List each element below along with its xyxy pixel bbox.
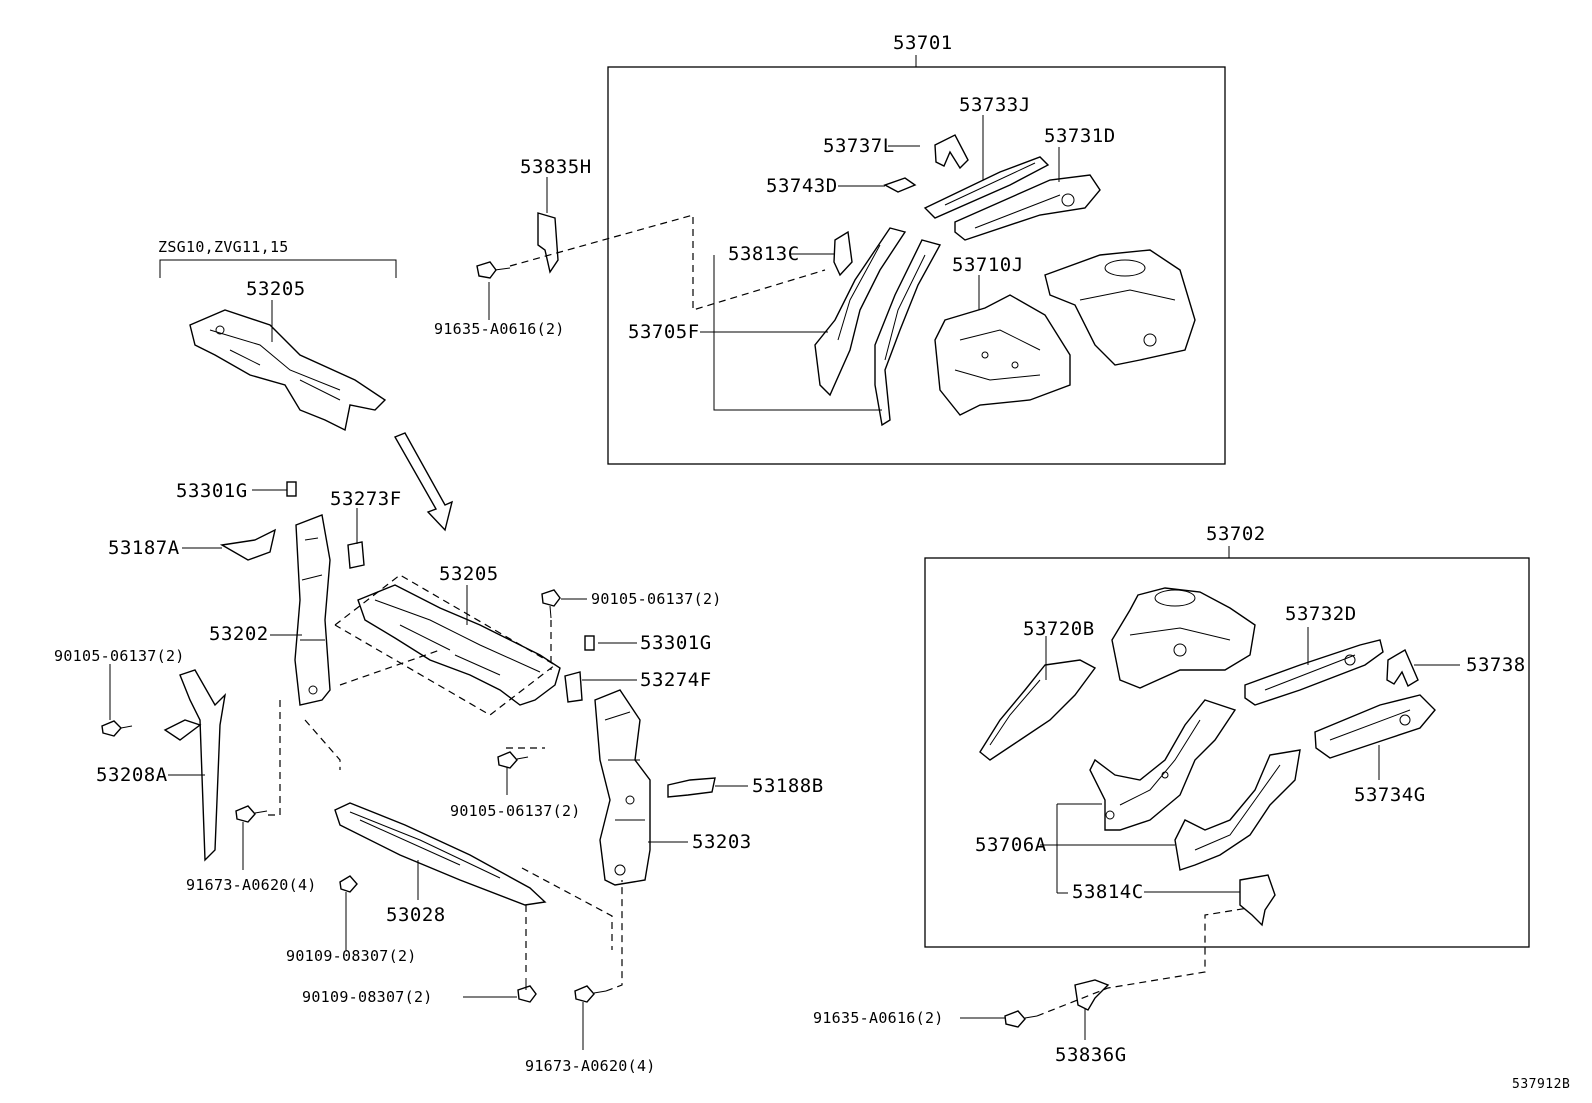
part-53301G-right [584,635,595,651]
callout-53705F: 53705F [628,321,700,343]
part-53301G-left [286,481,297,497]
callout-53205-lower: 53205 [439,563,499,585]
callout-90109-08307-left: 90109-08307(2) [286,947,417,965]
callout-53301G-left: 53301G [176,480,248,502]
callout-53734G: 53734G [1354,784,1426,806]
variant-note: ZSG10,ZVG11,15 [158,238,289,256]
part-53733J [923,156,1050,219]
part-53731D [954,174,1101,241]
callout-53814C: 53814C [1072,881,1144,903]
part-53705F-b [874,239,942,427]
part-53738 [1386,648,1419,688]
arrow-shape [393,432,454,532]
callout-91635-A0616-left: 91635-A0616(2) [434,320,565,338]
callout-53706A: 53706A [975,834,1047,856]
variant-bracket [159,259,397,278]
part-53273F [347,541,365,569]
catalog-code: 537912B [1512,1077,1571,1092]
part-53743D [883,177,917,193]
callout-53743D: 53743D [766,175,838,197]
bolt-91673-right [574,985,607,1003]
bolt-90105-left [101,720,133,737]
callout-91673-A0620-left: 91673-A0620(4) [186,876,317,894]
callout-91635-A0616-right: 91635-A0616(2) [813,1009,944,1027]
callout-90105-06137-left: 90105-06137(2) [54,647,185,665]
part-53205-upper [189,309,387,432]
part-53835H [537,212,559,274]
callout-90109-08307-right: 90109-08307(2) [302,988,433,1006]
callout-53813C: 53813C [728,243,800,265]
callout-90105-06137-mid: 90105-06137(2) [450,802,581,820]
part-53188B [667,777,716,798]
callout-53731D: 53731D [1044,125,1116,147]
part-53813C [833,230,853,277]
part-53205-lower [357,584,561,706]
callout-53738: 53738 [1466,654,1526,676]
bolt-90109-right [517,978,537,1003]
callout-53733J: 53733J [959,94,1031,116]
part-53720B [979,659,1097,761]
callout-53273F: 53273F [330,488,402,510]
part-53814C [1239,874,1276,927]
group-box-53702 [924,557,1530,948]
callout-53720B: 53720B [1023,618,1095,640]
callout-53203: 53203 [692,831,752,853]
callout-53028: 53028 [386,904,446,926]
group-label-53702: 53702 [1206,523,1266,545]
callout-53205-upper: 53205 [246,278,306,300]
part-53274F [564,671,583,703]
callout-53188B: 53188B [752,775,824,797]
callout-53301G-right: 53301G [640,632,712,654]
part-53737L [934,134,969,170]
callout-53187A: 53187A [108,537,180,559]
part-53028 [334,802,547,906]
callout-53710J: 53710J [952,254,1024,276]
part-53732D [1244,639,1384,706]
part-53836G [1074,979,1110,1011]
part-strut-tower-right [1111,587,1256,689]
part-strut-tower-left [1044,249,1196,366]
callout-90105-06137-top: 90105-06137(2) [591,590,722,608]
part-53705F-a [814,227,907,397]
part-53706A-a [1089,699,1237,831]
part-53710J [934,294,1071,416]
callout-91673-A0620-right: 91673-A0620(4) [525,1057,656,1075]
bolt-91673-left [235,805,268,823]
part-53734G [1314,694,1436,759]
callout-53732D: 53732D [1285,603,1357,625]
part-53187A [219,528,277,561]
part-53208A [163,669,227,862]
bolt-90109-left [339,875,358,903]
callout-53208A: 53208A [96,764,168,786]
callout-53737L: 53737L [823,135,895,157]
dashed-link-53835H [509,214,826,311]
group-label-53701: 53701 [893,32,953,54]
callout-53835H: 53835H [520,156,592,178]
callout-53836G: 53836G [1055,1044,1127,1066]
bolt-90105-top [541,589,561,619]
part-53706A-b [1174,749,1301,871]
part-53203 [594,689,651,886]
callout-53274F: 53274F [640,669,712,691]
part-53202 [294,514,331,706]
callout-53202: 53202 [209,623,269,645]
dashed-outline-53205 [334,574,557,716]
bolt-91635-right [1004,1010,1038,1028]
bolt-90105-mid [497,751,529,769]
bolt-91635-left [476,261,511,279]
